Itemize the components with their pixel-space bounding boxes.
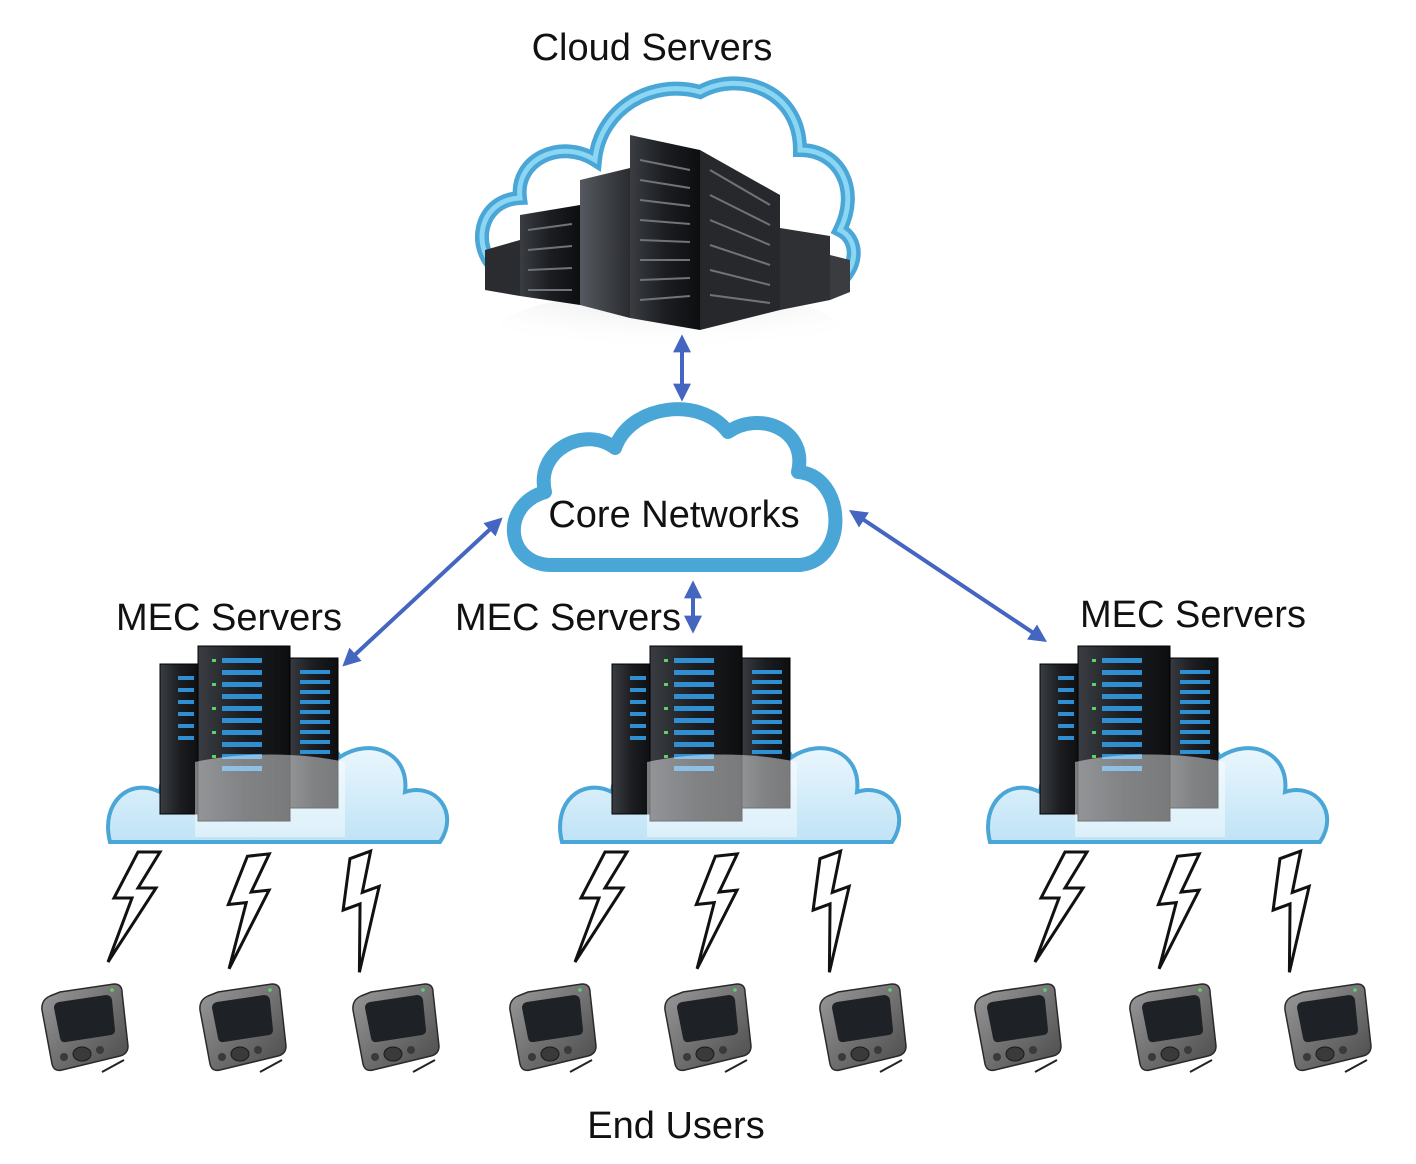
cloud-servers-node: Cloud Servers [475,27,861,364]
server-rack-icon [558,645,902,844]
cloud-outline-icon [506,402,843,572]
lightning-bolt-icon [106,850,162,964]
lightning-bolt-icon [573,850,629,964]
lightning-bolt-icon [216,852,283,971]
lightning-bolt-icon [684,852,751,971]
core-networks-node: Core Networks [506,402,843,572]
mec-servers-center: MEC Servers [455,597,902,844]
mec-servers-left-label: MEC Servers [116,597,342,639]
mec-servers-left: MEC Servers [106,597,450,844]
server-rack-icon [986,645,1330,844]
connection-arrows [342,334,1047,667]
core-networks-label: Core Networks [548,494,799,536]
lightning-bolt-icon [320,849,410,974]
cloud-servers-label: Cloud Servers [532,27,773,69]
server-rack-icon [106,645,450,844]
pda-device-icon [973,983,1062,1073]
lightning-bolt-icon [790,849,880,974]
cloud-datacenter-icon [475,76,861,364]
lightning-bolt-icon [1146,852,1213,971]
end-users-label: End Users [587,1105,764,1147]
pda-device-icon [818,983,907,1073]
pda-device-icon [198,983,287,1073]
pda-device-icon [1128,983,1217,1073]
pda-device-icon [1283,983,1372,1073]
mec-servers-right: MEC Servers [986,594,1330,844]
mec-servers-center-label: MEC Servers [455,597,681,639]
pda-device-icon [40,983,129,1073]
lightning-bolt-icon [1033,850,1089,964]
arrow-core-mec-right [849,510,1047,642]
lightning-bolt-icon [1250,849,1340,974]
pda-device-icon [508,983,597,1073]
wireless-links [106,849,1340,974]
mec-servers-right-label: MEC Servers [1080,594,1306,636]
arrow-core-mec-left [342,517,503,667]
end-user-devices [40,983,1372,1073]
pda-device-icon [663,983,752,1073]
pda-device-icon [351,983,440,1073]
